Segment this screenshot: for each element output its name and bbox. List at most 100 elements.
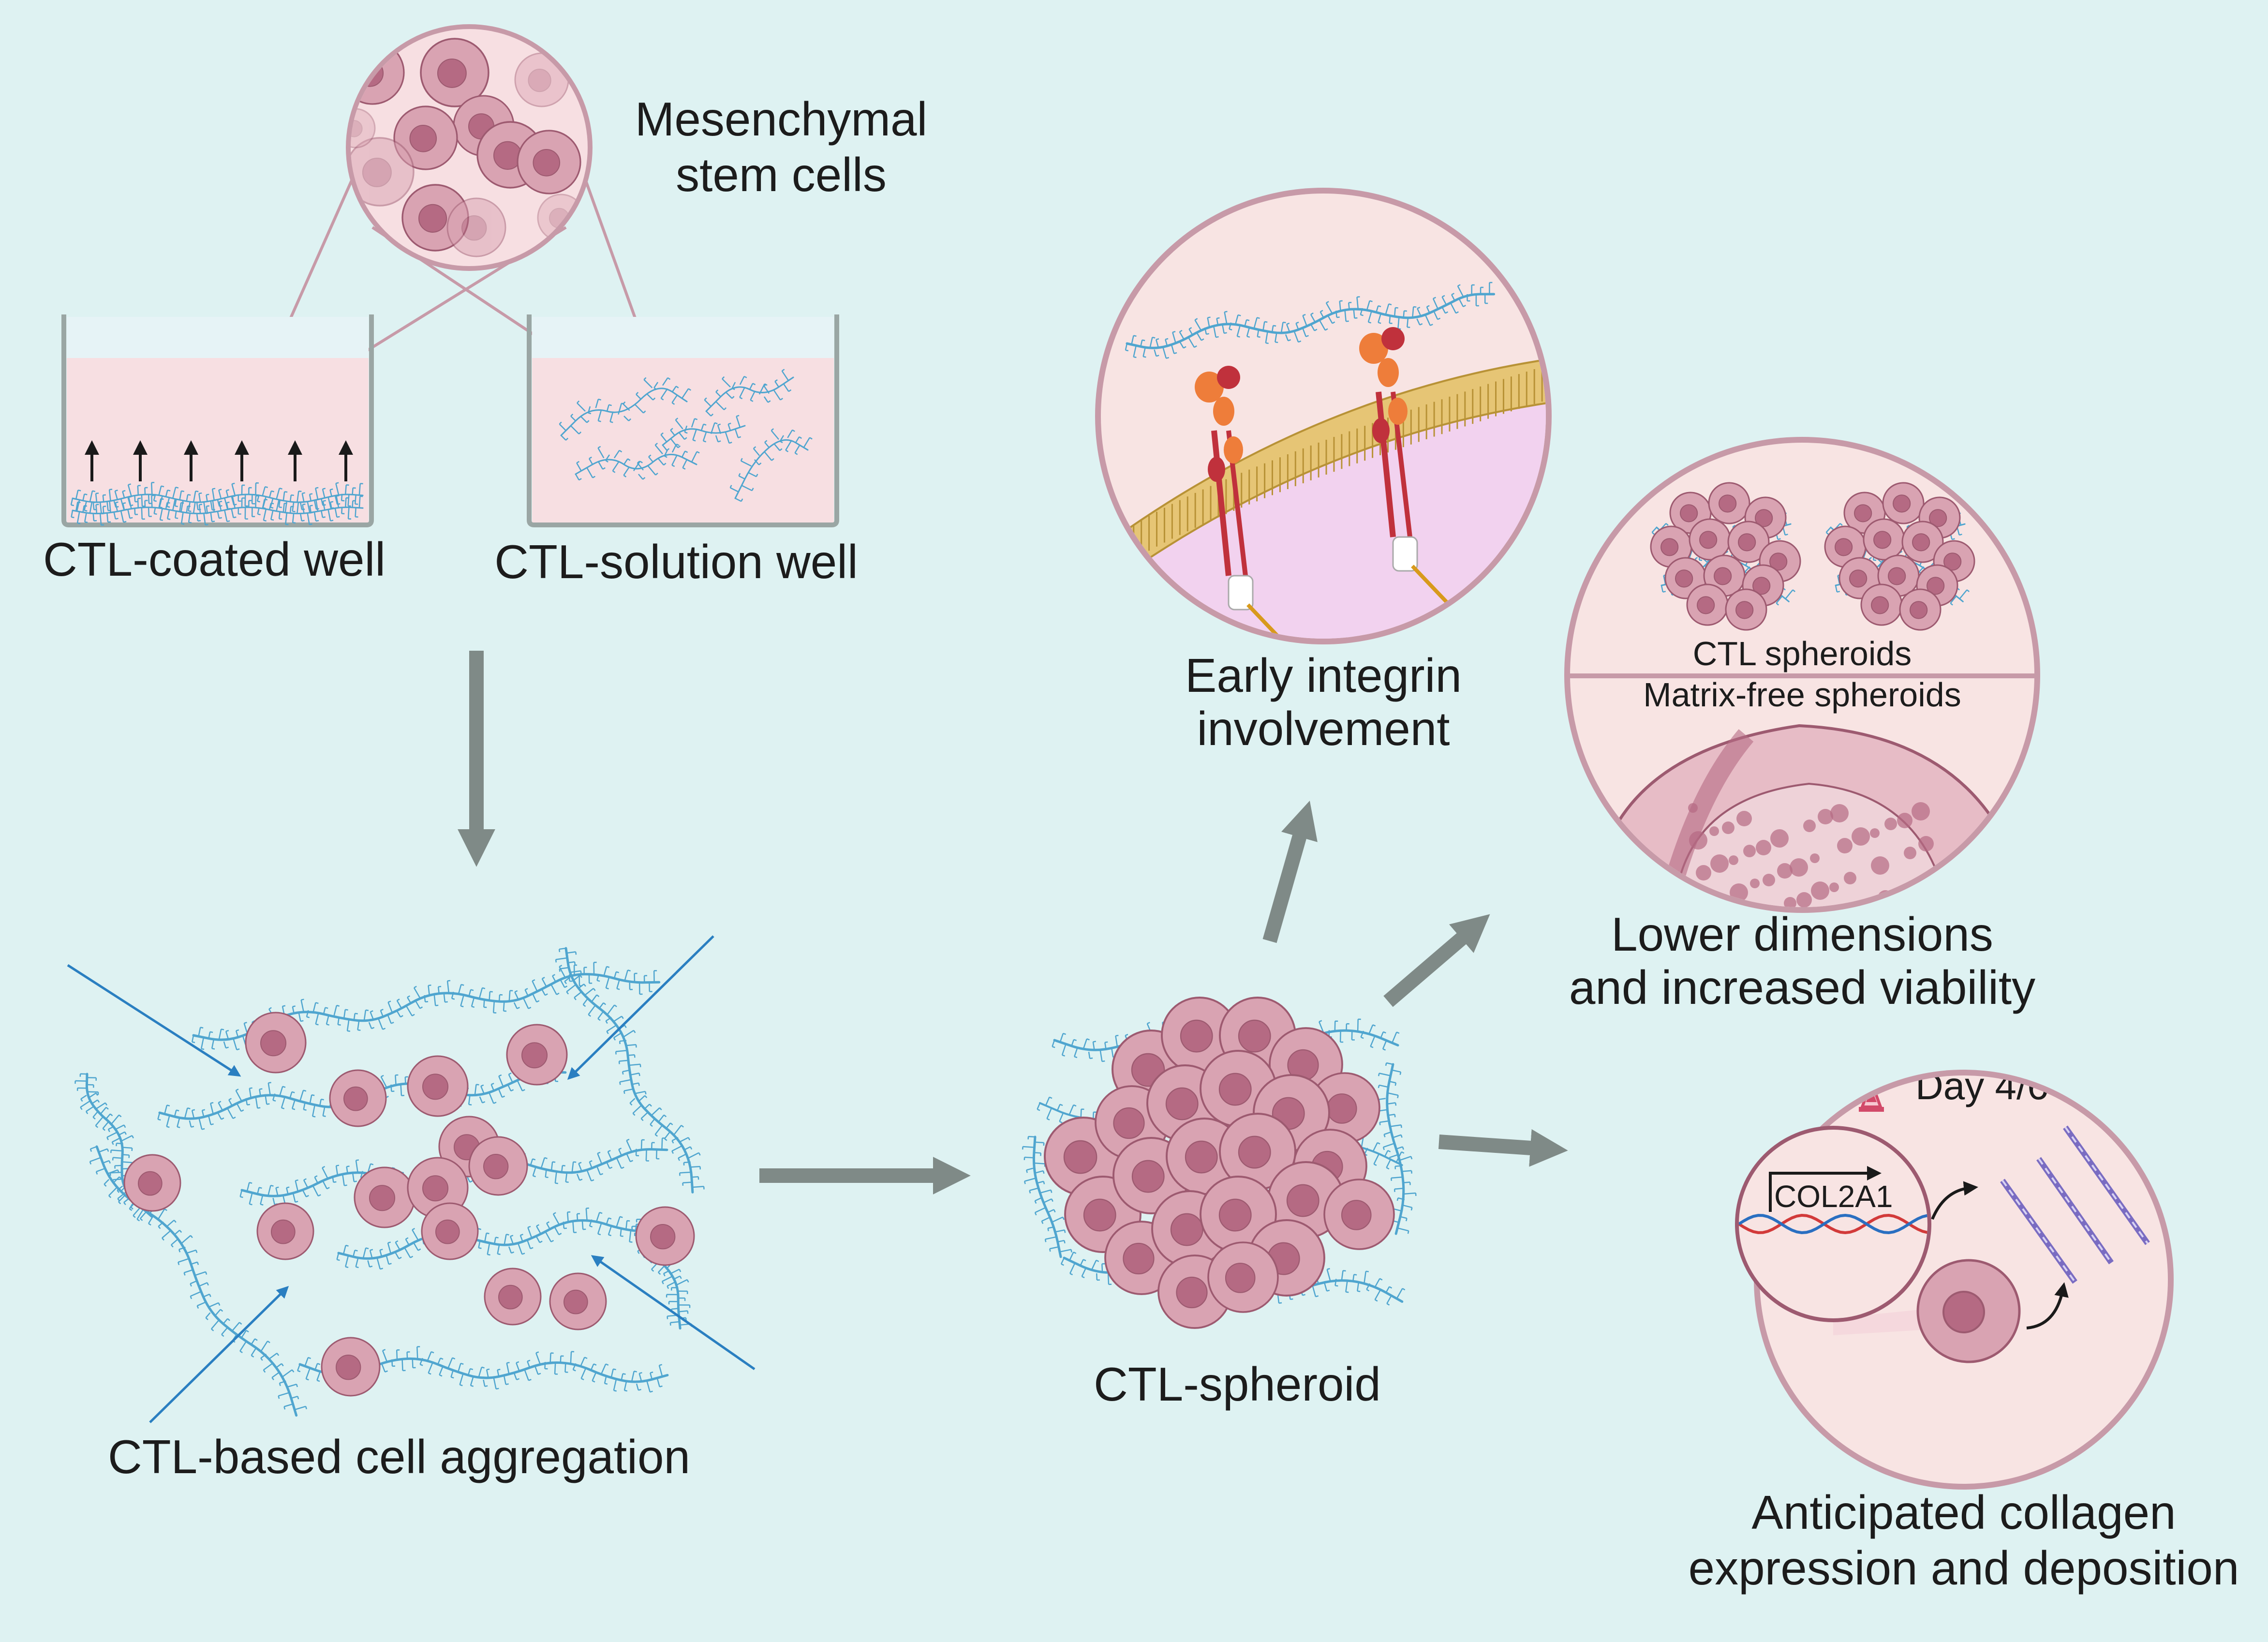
ctl-bristle [516,1361,520,1372]
ctl-bristle [634,972,637,983]
ctl-bristle [596,1211,603,1222]
ctl-bristle [506,1361,510,1375]
ctl-bristle [206,493,209,502]
cell [1899,588,1942,631]
ctl-bristle [387,1015,394,1024]
ctl-bristle [1101,1263,1105,1273]
ctl-bristle [314,1363,321,1370]
ctl-bristle [117,1191,127,1202]
ctl-bristle [629,1098,636,1106]
ctl-bristle [734,429,741,438]
ctl-bristle [592,1372,597,1383]
ctl-bristle [1432,297,1439,310]
ctl-bristle [559,967,569,972]
ctl-bristle [140,1211,147,1221]
ctl-bristle [616,1157,624,1169]
ctl-bristle [352,1172,357,1182]
ctl-bristle [251,1338,258,1345]
ctl-bristle [587,406,592,415]
adaptor [1228,575,1254,611]
ctl-bristle [1280,321,1286,334]
ctl-bristle [671,1145,683,1154]
ctl-bristle [108,1187,118,1198]
necrotic-dot [1736,811,1752,826]
ctl-bristle [532,993,540,1003]
ctl-bristle [1352,1274,1357,1282]
ctl-bristle [682,1181,692,1186]
cell [420,38,489,107]
right-arrow-2 [1438,1129,1568,1167]
ctl-bristle [1327,315,1335,324]
ctl-bristle [493,1237,499,1244]
cell-nucleus [418,204,447,233]
ctl-bristle [615,1216,623,1228]
ctl-bristle [214,1309,223,1317]
ctl-bristle [1825,527,1831,535]
well-headspace [67,317,369,358]
cell-nucleus [1180,1019,1213,1053]
ctl-bristle [653,970,657,983]
ctl-bristle [1334,1020,1338,1030]
necrotic-dot [1756,840,1771,855]
ctl-bristle [673,1125,684,1135]
ctl-bristle [794,445,800,455]
ctl-bristle [1383,1132,1391,1137]
ctl-bristle [715,435,721,443]
ctl-bristle [680,1137,691,1142]
ctl-bristle [89,490,96,503]
cell-nucleus [1218,1198,1252,1232]
ctl-bristle [1378,313,1382,324]
ctl-bristle [194,1271,208,1276]
ctl-bristle [1339,1030,1344,1043]
ctl-bristle [282,491,288,501]
ctl-bristle [675,418,683,430]
msc-label-line2: stem cells [676,148,887,201]
ctl-bristle [1394,1165,1402,1169]
ctl-bristle [249,1087,252,1098]
ctl-bristle [112,1157,122,1161]
ctl-bristle [1034,1197,1041,1204]
ctl-bristle [1416,318,1423,326]
ctl-bristle [1403,1205,1413,1211]
ctl-bristle [607,1004,617,1015]
ctl-bristle [355,1159,359,1172]
ctl-bristle [355,494,358,505]
ctl-bristle [261,1341,270,1352]
ctl-bristle [85,1105,94,1115]
ctl-bristle [352,500,356,508]
necrotic-dot [1689,831,1707,850]
alpha-domain [1378,358,1399,387]
ctl-bristle [588,974,593,984]
ctl-bristle [221,1327,228,1337]
ctl-bristle [1271,325,1276,332]
ctl-bristle [1037,1180,1045,1184]
cell-nucleus [437,58,467,88]
ctl-bristle [198,1118,205,1130]
ctl-strand [72,507,364,515]
ctl-bristle [443,993,448,1003]
ctl-bristle [272,1093,276,1102]
cell [484,1268,542,1326]
ctl-bristle [80,1100,91,1110]
ctl-bristle [509,1235,514,1245]
ctl-bristle [225,1030,229,1041]
ctl-bristle [570,425,582,434]
cell-nucleus [1113,1107,1145,1139]
ctl-bristle [492,1001,497,1014]
ctl-bristle [345,1255,349,1269]
spheroid-comparison-panel: CTL spheroids Matrix-free spheroids Lowe… [1564,437,2040,1014]
ctl-bristle [122,490,126,498]
cell-nucleus [1719,494,1737,513]
ctl-bristle [691,418,698,428]
ctl-bristle [76,1087,87,1091]
ctl-bristle [405,1005,415,1016]
ctl-bristle [517,1243,525,1255]
cell-nucleus [271,1219,296,1244]
ctl-bristle [666,1294,679,1298]
ctl-bristle [468,989,474,997]
ctl-bristle [1096,1273,1100,1281]
ctl-bristle [1389,1081,1397,1086]
ctl-bristle [1196,332,1204,341]
ctl-bristle [1055,1229,1066,1233]
